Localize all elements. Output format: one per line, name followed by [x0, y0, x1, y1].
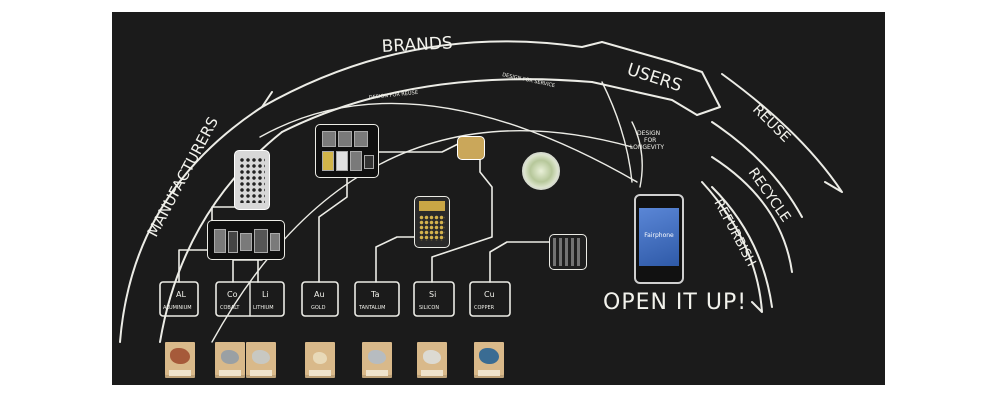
stage-recycle: RECYCLE	[745, 165, 794, 225]
annotation-design-longevity-1: DESIGN	[637, 130, 660, 137]
memory-board-item	[549, 234, 587, 270]
mineral-block-lithium	[246, 342, 276, 378]
element-box-silicon: Si SILICON	[413, 281, 455, 317]
element-symbol: Si	[429, 290, 436, 299]
lithium-sample	[252, 350, 270, 364]
annotation-design-for-reuse: DESIGN FOR REUSE	[369, 90, 419, 101]
copper-sample	[479, 348, 499, 364]
mineral-block-gold	[305, 342, 335, 378]
stage-reuse: REUSE	[749, 102, 793, 146]
lifecycle-arrows	[119, 40, 843, 343]
element-symbol: Li	[262, 290, 269, 299]
chip-board-item	[414, 196, 450, 248]
element-symbol: Cu	[484, 290, 495, 299]
open-it-up-callout: OPEN IT UP!	[603, 290, 748, 315]
element-box-aluminium: AL ALUMINIUM	[159, 281, 199, 317]
element-box-copper: Cu COPPER	[469, 281, 511, 317]
stage-refurbish: REFURBISH	[710, 197, 758, 269]
gold-sample	[313, 352, 327, 364]
mineral-block-aluminium	[165, 342, 195, 378]
element-name: SILICON	[419, 305, 439, 311]
phone-screen: Fairphone	[639, 208, 679, 266]
element-box-gold: Au GOLD	[301, 281, 339, 317]
stage-brands: BRANDS	[381, 33, 453, 57]
chalk-drawing: MANUFACTURERS BRANDS USERS REUSE RECYCLE…	[119, 33, 843, 343]
battery-components-item	[207, 220, 285, 260]
mineral-block-tantalum	[362, 342, 392, 378]
phone-housing-item	[234, 150, 270, 210]
petri-dish	[522, 152, 560, 190]
bauxite-sample	[170, 348, 190, 364]
tantalum-sample	[368, 350, 386, 364]
silicon-sample	[423, 350, 441, 364]
annotation-design-longevity-3: LONGEVITY	[630, 144, 664, 151]
annotation-design-longevity-2: FOR	[644, 137, 656, 144]
cobalt-sample	[221, 350, 239, 364]
element-name: TANTALUM	[358, 305, 385, 311]
element-name: GOLD	[311, 305, 326, 311]
chalkboard: MANUFACTURERS BRANDS USERS REUSE RECYCLE…	[112, 12, 885, 385]
smartphone: Fairphone	[634, 194, 684, 284]
element-box-tantalum: Ta TANTALUM	[354, 281, 400, 317]
element-name: ALUMINIUM	[163, 305, 192, 311]
element-name: COBALT	[220, 305, 240, 311]
circuit-modules-item	[315, 124, 379, 178]
element-symbol: Co	[227, 290, 238, 299]
element-name: LITHIUM	[253, 305, 274, 311]
element-box-cobalt-lithium: Co COBALT Li LITHIUM	[215, 281, 285, 317]
camera-module-item	[457, 136, 485, 160]
mineral-block-cobalt	[215, 342, 245, 378]
element-name: COPPER	[474, 305, 495, 311]
mineral-block-silicon	[417, 342, 447, 378]
phone-brand-logo: Fairphone	[644, 232, 674, 239]
element-symbol: Ta	[370, 290, 380, 299]
element-symbol: Au	[314, 290, 325, 299]
annotation-design-for-service: DESIGN FOR SERVICE	[502, 72, 556, 89]
element-symbol: AL	[176, 290, 186, 299]
mineral-block-copper	[474, 342, 504, 378]
